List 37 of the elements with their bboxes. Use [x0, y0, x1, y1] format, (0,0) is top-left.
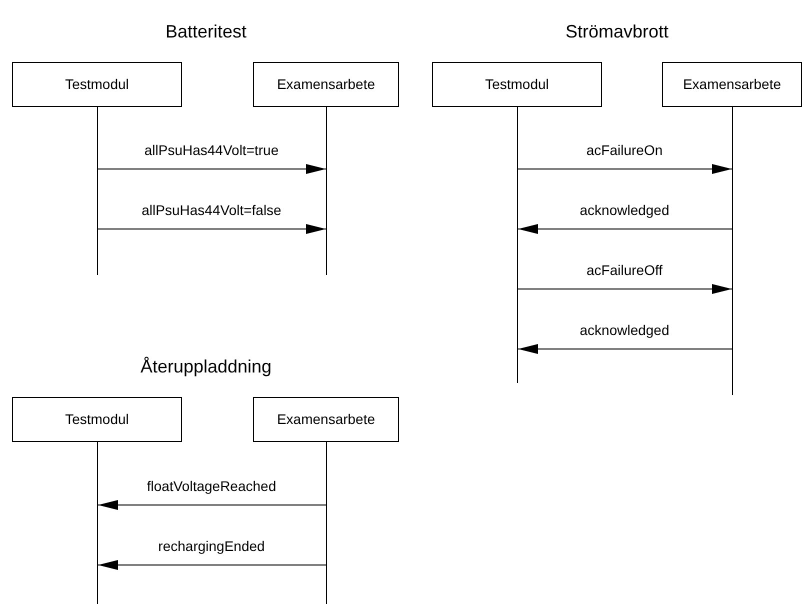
participant-box: [12, 397, 182, 442]
lifeline: [732, 107, 733, 395]
message-arrow: [98, 560, 326, 570]
edge-label: acFailureOn: [584, 143, 665, 157]
edge-label: acknowledged: [578, 323, 672, 337]
participant-box: [253, 397, 399, 442]
participant-name: Examensarbete: [276, 75, 376, 94]
participant-box: [432, 62, 602, 107]
message-arrow: [98, 500, 326, 510]
edge-label: allPsuHas44Volt=false: [140, 203, 284, 217]
message-arrow: [518, 164, 732, 174]
message-arrow: [518, 224, 732, 234]
edge-label: acknowledged: [578, 203, 672, 217]
edge-label: allPsuHas44Volt=true: [142, 143, 281, 157]
lifeline: [326, 442, 327, 604]
participant-name: Testmodul: [65, 410, 129, 429]
participant-name: Examensarbete: [276, 410, 376, 429]
edge-label: rechargingEnded: [156, 539, 267, 553]
lifeline: [326, 107, 327, 275]
participant-box: [253, 62, 399, 107]
lifeline: [517, 107, 518, 383]
section-heading: Batteritest: [165, 20, 247, 44]
message-arrow: [98, 224, 326, 234]
message-arrow: [518, 344, 732, 354]
message-arrow: [518, 284, 732, 294]
participant-box: [12, 62, 182, 107]
participant-name: Testmodul: [65, 75, 129, 94]
lifeline: [97, 442, 98, 604]
section-heading: Återuppladdning: [140, 356, 272, 378]
participant-name: Testmodul: [485, 75, 549, 94]
edge-label: acFailureOff: [584, 263, 664, 277]
participant-box: [662, 62, 802, 107]
message-arrow: [98, 164, 326, 174]
lifeline: [97, 107, 98, 275]
participant-name: Examensarbete: [682, 75, 782, 94]
edge-label: floatVoltageReached: [144, 479, 278, 493]
section-heading: Strömavbrott: [565, 20, 669, 44]
